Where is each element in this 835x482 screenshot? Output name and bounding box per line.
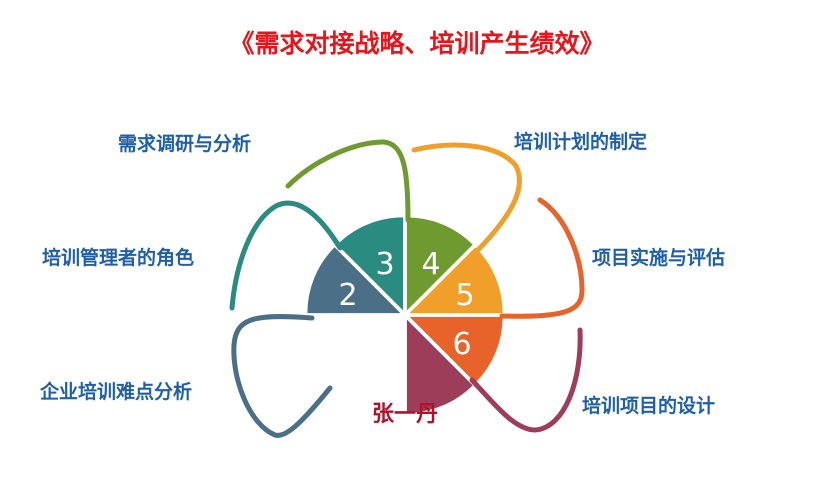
wedge-1 <box>307 247 401 314</box>
wedge-6 <box>406 319 473 413</box>
arc-1 <box>231 313 333 438</box>
label-segment-2: 培训管理者的角色 <box>42 246 194 269</box>
page-title: 《需求对接战略、培训产生绩效》 <box>229 29 604 58</box>
author-name: 张一丹 <box>372 402 438 427</box>
wedge-2 <box>337 217 404 311</box>
arc-4 <box>411 142 522 255</box>
label-segment-3: 需求调研与分析 <box>118 132 251 155</box>
wedge-number-6: 6 <box>452 327 471 362</box>
label-segment-5: 项目实施与评估 <box>592 246 725 269</box>
wedge-4 <box>409 247 503 314</box>
wedge-number-5: 5 <box>455 278 474 313</box>
wedge-number-1: 1 <box>338 331 357 366</box>
label-segment-4: 培训计划的制定 <box>514 130 647 153</box>
label-segment-1: 企业培训难点分析 <box>39 380 192 403</box>
wedge-5 <box>409 316 503 383</box>
arc-5 <box>499 197 585 319</box>
wedge-number-4: 4 <box>421 247 440 282</box>
label-segment-6: 培训项目的设计 <box>582 394 715 417</box>
arc-3 <box>285 139 411 223</box>
arc-6 <box>469 327 583 433</box>
wedge-number-3: 3 <box>375 247 394 282</box>
wedge-3 <box>406 217 473 311</box>
arc-2 <box>229 200 343 311</box>
wedge-number-2: 2 <box>338 278 357 313</box>
